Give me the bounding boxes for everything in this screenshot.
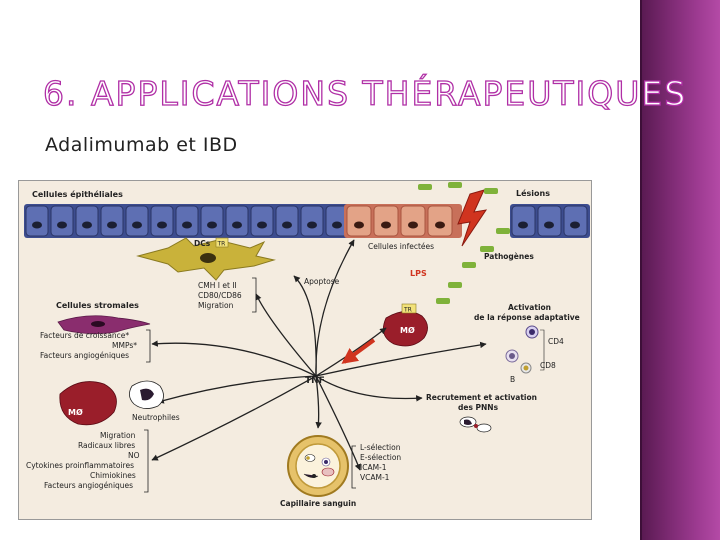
epithelial-layer xyxy=(24,204,357,238)
tnf-arrows xyxy=(151,239,487,471)
label-cellules-epitheliales: Cellules épithéliales xyxy=(32,189,123,199)
slide-subtitle: Adalimumab et IBD xyxy=(45,134,238,156)
neutrophil-cell xyxy=(129,380,164,409)
label-pathogenes: Pathogènes xyxy=(484,252,534,261)
tnf-pathway-diagram: Cellules épithéliales Lésions Cellules i… xyxy=(18,180,592,520)
label-tr-mid: TR xyxy=(403,307,412,314)
macrophage-left xyxy=(59,381,117,426)
cd8-cell xyxy=(505,349,519,363)
b-cell xyxy=(520,362,532,374)
label-no: NO xyxy=(128,451,140,460)
label-migration-bottom: Migration xyxy=(100,431,136,440)
label-recrutement: Recrutement et activation xyxy=(426,393,537,402)
label-des-pnns: des PNNs xyxy=(458,403,499,412)
label-capillaire: Capillaire sanguin xyxy=(280,499,356,508)
label-activation: Activation xyxy=(508,303,551,312)
label-cellules-stromales: Cellules stromales xyxy=(56,301,139,310)
tr-badge-dc xyxy=(215,237,229,248)
dendritic-cell xyxy=(136,237,276,281)
label-l-selection: L-sélection xyxy=(360,443,401,452)
cd4-cell xyxy=(525,325,539,339)
label-lps: LPS xyxy=(410,269,427,278)
label-neutrophiles: Neutrophiles xyxy=(132,413,180,422)
label-tr-dc: TR xyxy=(217,241,226,248)
label-activation-sub: de la réponse adaptative xyxy=(474,313,580,322)
blood-capillary xyxy=(287,435,349,497)
bracket-lymph xyxy=(540,329,545,371)
tnf-red-arrow xyxy=(341,338,376,364)
sidebar-edge xyxy=(640,0,642,540)
label-dcs: DCs xyxy=(194,239,211,248)
pathogen-markers xyxy=(418,182,510,304)
label-vcam: VCAM-1 xyxy=(360,473,390,482)
label-mo-left: MØ xyxy=(68,407,83,417)
slide-title: 6. APPLICATIONS THÉRAPEUTIQUES xyxy=(42,73,688,113)
label-facteurs-croissance: Facteurs de croissance* xyxy=(40,331,129,340)
label-cmh: CMH I et II xyxy=(198,281,237,290)
label-b: B xyxy=(510,375,515,384)
pnn-cells xyxy=(459,416,492,433)
label-cellules-infectees: Cellules infectées xyxy=(368,242,434,251)
label-cd4: CD4 xyxy=(548,337,564,346)
label-lesions: Lésions xyxy=(516,188,550,198)
epithelial-layer-right xyxy=(510,204,590,238)
label-icam: ICAM-1 xyxy=(360,463,387,472)
bracket-stromal xyxy=(146,329,151,363)
label-cd8: CD8 xyxy=(540,361,556,370)
figure-border xyxy=(18,180,592,520)
decorative-sidebar xyxy=(642,0,720,540)
label-facteurs-angio-top: Facteurs angiogéniques xyxy=(40,351,129,360)
tr-badge-mid xyxy=(401,303,417,314)
label-facteurs-angio-bottom: Facteurs angiogéniques xyxy=(44,481,133,490)
label-mmps: MMPs* xyxy=(112,341,137,350)
label-e-selection: E-sélection xyxy=(360,453,401,462)
label-cd80: CD80/CD86 xyxy=(198,291,242,300)
label-tnf: TNF xyxy=(305,376,325,386)
bracket-capillary xyxy=(351,445,356,489)
label-cytokines: Cytokines proinflammatoires xyxy=(26,461,134,470)
infected-cells xyxy=(344,204,462,238)
label-migration-top: Migration xyxy=(198,301,234,310)
lesion-bolt xyxy=(457,189,488,247)
label-mo-top: MØ xyxy=(400,325,415,335)
label-radicaux: Radicaux libres xyxy=(78,441,135,450)
label-chimiokines: Chimiokines xyxy=(90,471,136,480)
label-apoptose: Apoptose xyxy=(304,277,340,286)
bracket-bottom-left xyxy=(144,429,149,493)
stromal-cell xyxy=(57,315,151,334)
